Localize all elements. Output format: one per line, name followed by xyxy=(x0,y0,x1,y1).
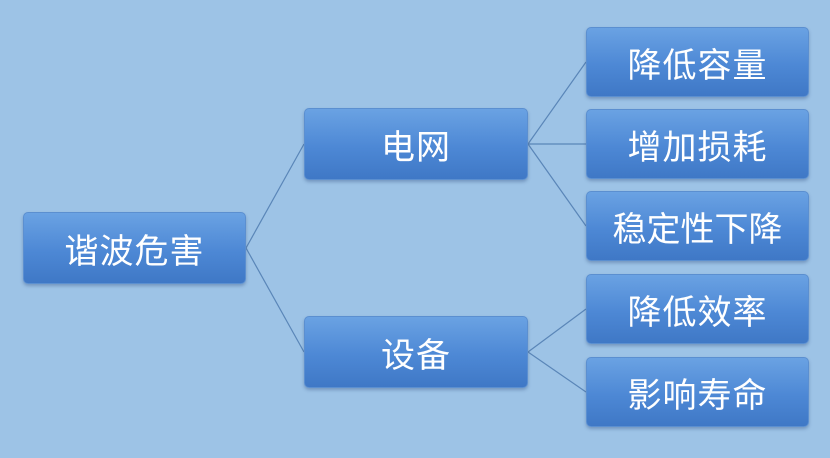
connector-grid-to-capacity xyxy=(527,61,587,145)
root-node-harmonic-hazards: 谐波危害 xyxy=(23,212,246,284)
leaf-node-label: 影响寿命 xyxy=(627,375,768,416)
leaf-node-label: 降低效率 xyxy=(627,292,768,333)
root-node-label: 谐波危害 xyxy=(64,231,205,272)
connector-root-to-equipment xyxy=(245,247,305,353)
leaf-node-affect-lifespan: 影响寿命 xyxy=(586,357,809,427)
leaf-node-reduce-capacity: 降低容量 xyxy=(586,27,809,97)
connector-equipment-to-efficiency xyxy=(527,308,587,353)
leaf-node-label: 增加损耗 xyxy=(627,127,768,168)
branch-node-grid: 电网 xyxy=(304,108,528,180)
branch-node-equipment: 设备 xyxy=(304,316,528,388)
leaf-node-reduce-efficiency: 降低效率 xyxy=(586,274,809,344)
leaf-node-label: 稳定性下降 xyxy=(612,209,783,250)
branch-node-label: 设备 xyxy=(381,335,451,376)
leaf-node-stability-decline: 稳定性下降 xyxy=(586,191,809,261)
connector-root-to-grid xyxy=(245,143,305,249)
leaf-node-label: 降低容量 xyxy=(627,45,768,86)
leaf-node-increase-loss: 增加损耗 xyxy=(586,109,809,179)
connector-grid-to-stability xyxy=(527,143,587,227)
branch-node-label: 电网 xyxy=(381,127,451,168)
connector-equipment-to-lifespan xyxy=(527,351,587,393)
